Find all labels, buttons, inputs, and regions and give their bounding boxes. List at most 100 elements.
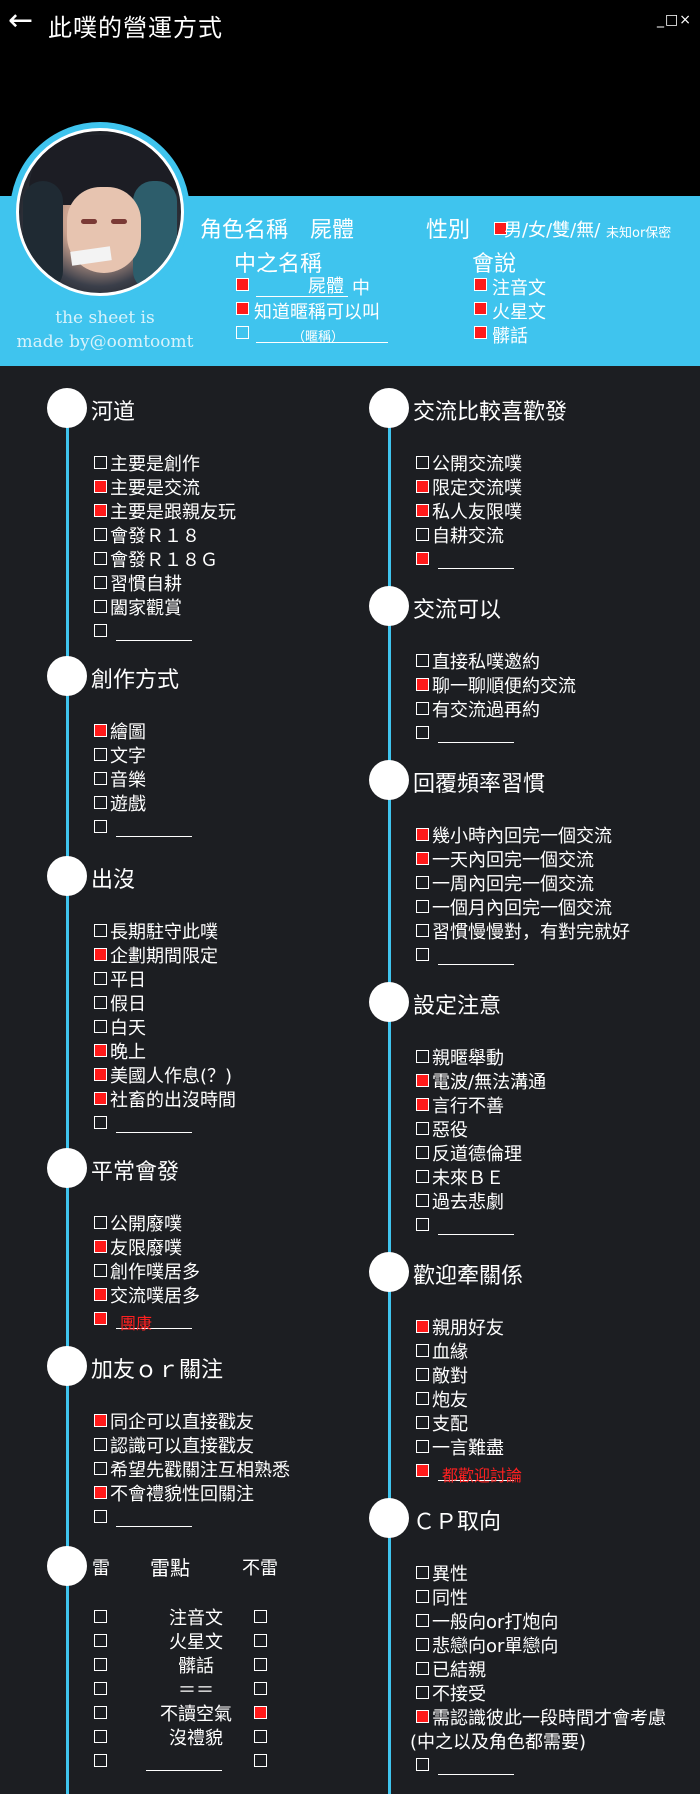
left-checkbox-4-1[interactable] [94,1438,107,1451]
right-checkbox-1-0[interactable] [416,654,429,667]
left-checkbox-2-0[interactable] [94,924,107,937]
lei-checkbox-0[interactable] [94,1610,107,1623]
right-checkbox-0-2[interactable] [416,504,429,517]
bulei-checkbox-6[interactable] [254,1754,267,1767]
left-checkbox-0-6[interactable] [94,600,107,613]
right-checkbox-4-6[interactable] [416,1464,429,1477]
lang-checkbox-1[interactable] [474,302,487,315]
left-checkbox-1-4[interactable] [94,820,107,833]
right-checkbox-5-8[interactable] [416,1758,429,1771]
right-checkbox-4-3[interactable] [416,1392,429,1405]
left-checkbox-3-0[interactable] [94,1216,107,1229]
bulei-checkbox-2[interactable] [254,1658,267,1671]
left-checkbox-0-4[interactable] [94,552,107,565]
window-controls-icon[interactable]: _□× [657,12,692,28]
lei-checkbox-4[interactable] [94,1706,107,1719]
left-checkbox-4-2[interactable] [94,1462,107,1475]
bulei-checkbox-5[interactable] [254,1730,267,1743]
right-checkbox-1-2[interactable] [416,702,429,715]
left-checkbox-3-1[interactable] [94,1240,107,1253]
bulei-checkbox-4[interactable] [254,1706,267,1719]
right-checkbox-2-2[interactable] [416,876,429,889]
right-checkbox-0-1[interactable] [416,480,429,493]
left-checkbox-0-2[interactable] [94,504,107,517]
right-checkbox-2-5[interactable] [416,948,429,961]
lei-section-node [47,1546,87,1586]
left-checkbox-1-0[interactable] [94,724,107,737]
right-item-label-0-2: 私人友限噗 [432,502,522,523]
pl-name-checkbox[interactable] [236,278,249,291]
left-checkbox-2-3[interactable] [94,996,107,1009]
right-item-label-5-0: 異性 [432,1564,468,1585]
right-checkbox-4-0[interactable] [416,1320,429,1333]
lang-checkbox-2[interactable] [474,326,487,339]
right-checkbox-2-0[interactable] [416,828,429,841]
right-item-label-4-3: 炮友 [432,1390,468,1411]
right-item-label-2-1: 一天內回完一個交流 [432,850,594,871]
left-checkbox-2-5[interactable] [94,1044,107,1057]
left-checkbox-0-3[interactable] [94,528,107,541]
right-checkbox-4-4[interactable] [416,1416,429,1429]
lei-checkbox-1[interactable] [94,1634,107,1647]
right-checkbox-5-5[interactable] [416,1686,429,1699]
right-checkbox-0-4[interactable] [416,552,429,565]
bulei-checkbox-1[interactable] [254,1634,267,1647]
left-checkbox-2-8[interactable] [94,1116,107,1129]
left-checkbox-0-5[interactable] [94,576,107,589]
left-checkbox-3-2[interactable] [94,1264,107,1277]
right-checkbox-4-2[interactable] [416,1368,429,1381]
bulei-checkbox-0[interactable] [254,1610,267,1623]
right-checkbox-3-7[interactable] [416,1218,429,1231]
lei-checkbox-6[interactable] [94,1754,107,1767]
left-checkbox-1-1[interactable] [94,748,107,761]
right-checkbox-1-1[interactable] [416,678,429,691]
right-checkbox-2-1[interactable] [416,852,429,865]
right-checkbox-5-2[interactable] [416,1614,429,1627]
left-checkbox-2-7[interactable] [94,1092,107,1105]
bulei-checkbox-3[interactable] [254,1682,267,1695]
lang-checkbox-0[interactable] [474,278,487,291]
right-checkbox-3-1[interactable] [416,1074,429,1087]
left-checkbox-2-1[interactable] [94,948,107,961]
right-checkbox-3-0[interactable] [416,1050,429,1063]
left-checkbox-3-3[interactable] [94,1288,107,1301]
right-item-label-5-3: 悲戀向or單戀向 [432,1636,559,1657]
right-checkbox-1-3[interactable] [416,726,429,739]
lei-checkbox-3[interactable] [94,1682,107,1695]
right-checkbox-5-6[interactable] [416,1710,429,1723]
right-checkbox-3-2[interactable] [416,1098,429,1111]
left-section-node-1 [47,656,87,696]
right-checkbox-4-5[interactable] [416,1440,429,1453]
left-checkbox-1-2[interactable] [94,772,107,785]
left-checkbox-4-3[interactable] [94,1486,107,1499]
left-checkbox-4-4[interactable] [94,1510,107,1523]
right-checkbox-3-5[interactable] [416,1170,429,1183]
right-checkbox-4-1[interactable] [416,1344,429,1357]
right-checkbox-0-3[interactable] [416,528,429,541]
nickname-checkbox[interactable] [236,302,249,315]
right-checkbox-5-4[interactable] [416,1662,429,1675]
right-checkbox-0-0[interactable] [416,456,429,469]
gender-checkbox[interactable] [494,222,507,235]
right-checkbox-3-3[interactable] [416,1122,429,1135]
back-arrow-icon[interactable]: ← [8,3,34,38]
left-checkbox-1-3[interactable] [94,796,107,809]
right-checkbox-2-3[interactable] [416,900,429,913]
left-checkbox-2-6[interactable] [94,1068,107,1081]
right-checkbox-5-3[interactable] [416,1638,429,1651]
left-checkbox-0-0[interactable] [94,456,107,469]
left-checkbox-2-4[interactable] [94,1020,107,1033]
right-checkbox-3-4[interactable] [416,1146,429,1159]
nickname-value-checkbox[interactable] [236,326,249,339]
right-checkbox-5-1[interactable] [416,1590,429,1603]
left-checkbox-2-2[interactable] [94,972,107,985]
right-checkbox-2-4[interactable] [416,924,429,937]
lei-checkbox-5[interactable] [94,1730,107,1743]
right-checkbox-3-6[interactable] [416,1194,429,1207]
lei-checkbox-2[interactable] [94,1658,107,1671]
left-checkbox-0-1[interactable] [94,480,107,493]
left-checkbox-0-7[interactable] [94,624,107,637]
left-checkbox-4-0[interactable] [94,1414,107,1427]
left-checkbox-3-4[interactable] [94,1312,107,1325]
right-checkbox-5-0[interactable] [416,1566,429,1579]
